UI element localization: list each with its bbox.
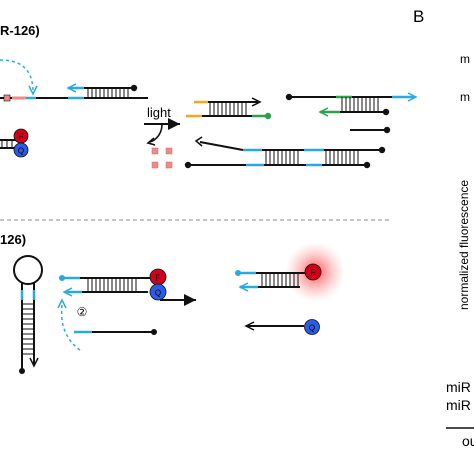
panel-b-clipped-label-2: m xyxy=(460,90,470,104)
fq-duplex-bottom: F Q xyxy=(59,268,167,301)
released-fragments-icon xyxy=(151,147,173,169)
svg-text:F: F xyxy=(311,269,316,278)
quencher-icon xyxy=(149,283,167,301)
panel-b-label: B xyxy=(413,7,424,26)
quencher-icon xyxy=(13,142,29,158)
released-quencher-strand: Q xyxy=(244,319,320,335)
target-strand-bottom xyxy=(74,329,157,335)
panel-bottom-title: 126) xyxy=(0,232,26,247)
cleaved-duplex xyxy=(186,97,272,120)
y-axis-label: normalized fluorescence xyxy=(457,180,471,310)
svg-text:Q: Q xyxy=(309,324,315,333)
svg-text:Q: Q xyxy=(155,289,161,298)
panel-top-title: R-126) xyxy=(0,23,40,38)
product-duplex: F xyxy=(235,263,322,292)
step-2-label: ② xyxy=(77,305,88,319)
fluorophore-icon xyxy=(304,263,322,281)
amplified-duplex xyxy=(184,136,386,169)
dashed-arrow-top xyxy=(0,59,34,91)
fq-probe-top: F Q xyxy=(0,128,29,158)
quencher-icon xyxy=(304,319,320,335)
panel-b-clipped-label-1: m xyxy=(460,52,470,66)
legend-label-1: miR xyxy=(446,379,471,395)
legend-label-3: ou xyxy=(462,433,474,449)
dashed-arrow-top-head xyxy=(28,85,38,96)
light-branch-arrow xyxy=(149,123,163,143)
svg-text:F: F xyxy=(156,274,161,283)
light-label: light xyxy=(147,105,171,120)
top-duplex-strand xyxy=(0,83,148,102)
dashed-arrow-bottom xyxy=(60,304,81,351)
right-strand-pair xyxy=(285,92,418,134)
hairpin-probe xyxy=(13,255,43,374)
svg-text:F: F xyxy=(19,133,24,142)
legend-label-2: miR xyxy=(446,397,471,413)
svg-text:Q: Q xyxy=(18,147,24,156)
